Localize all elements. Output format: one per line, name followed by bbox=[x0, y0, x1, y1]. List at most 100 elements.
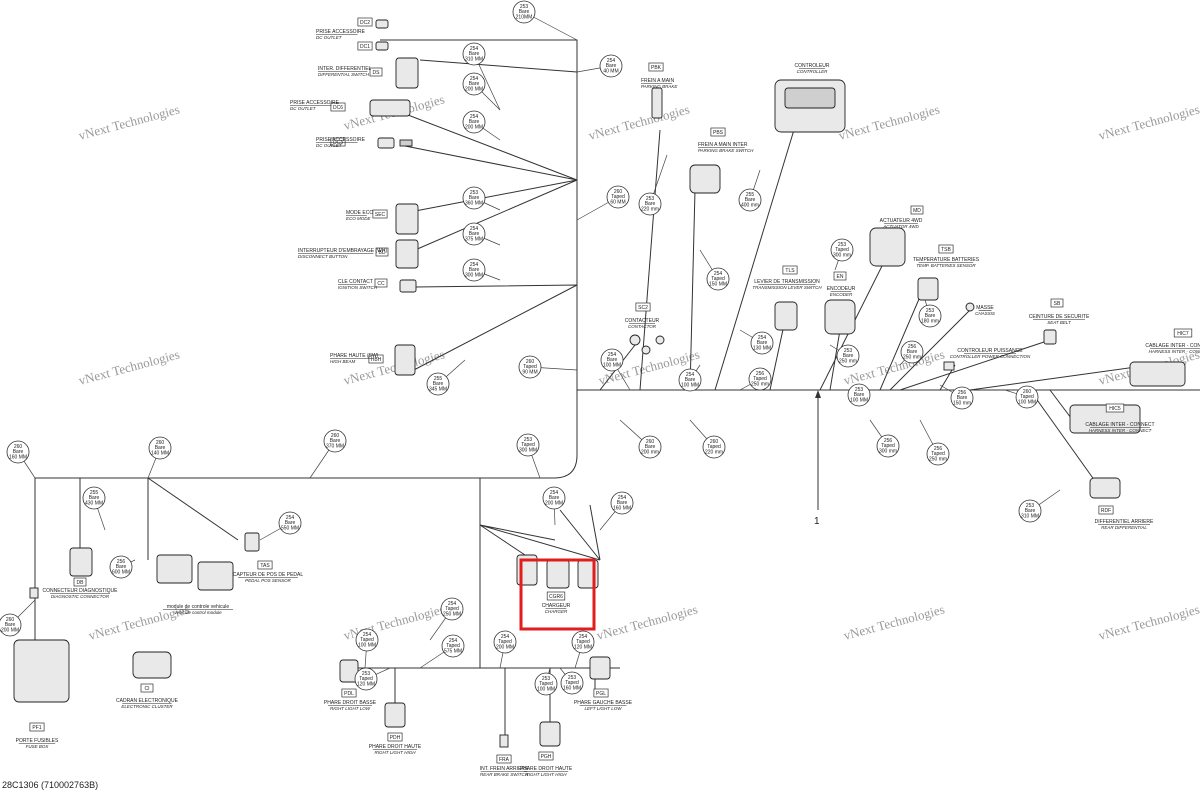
segment-text: 100 MM bbox=[1018, 399, 1036, 405]
segment-text: Bare bbox=[549, 495, 560, 501]
segment-text: Bare bbox=[607, 357, 618, 363]
segment-text: 253 bbox=[470, 190, 479, 196]
connector-label: FREIN A MAIN bbox=[641, 78, 674, 84]
connector-code: PF1 bbox=[32, 725, 41, 731]
connector-label: TEMPERATURE BATTERIES bbox=[913, 257, 980, 263]
contactor-ring bbox=[641, 345, 651, 355]
connector-label-en: ENCODER bbox=[830, 292, 853, 297]
segment-text: 253 bbox=[568, 675, 577, 681]
connector-label-en: CHASSIS bbox=[975, 311, 995, 316]
segment-text: 260 bbox=[1023, 389, 1032, 395]
harness-trunks bbox=[34, 39, 1200, 735]
segment-text: 150 mm bbox=[953, 400, 971, 406]
segment-text: 210MM bbox=[516, 14, 533, 20]
segment-text: 370 MM bbox=[326, 443, 344, 449]
segment-circle bbox=[462, 222, 486, 246]
segment-circle bbox=[950, 386, 974, 410]
segment-text: Bare bbox=[469, 119, 480, 125]
figure-ref-code: 28C1306 (710002763B) bbox=[2, 780, 98, 790]
connector-code: SEC bbox=[375, 212, 386, 218]
trunk-right-branches bbox=[599, 109, 1151, 489]
connector-code: BD bbox=[379, 250, 386, 256]
connector-code: TAS bbox=[260, 563, 270, 569]
charger-plug bbox=[546, 559, 570, 589]
connector-code-box bbox=[538, 751, 554, 761]
segment-text: Bare bbox=[617, 500, 628, 506]
connector-code-box bbox=[330, 102, 346, 112]
connector-code: DC3 bbox=[333, 140, 343, 146]
segment-text: 254 bbox=[470, 226, 479, 232]
connector-code-box bbox=[910, 205, 924, 215]
connector-code: HBH bbox=[371, 357, 382, 363]
segment-text: Taped bbox=[611, 194, 625, 200]
segment-text: 253 bbox=[855, 387, 864, 393]
connector-code: TSB bbox=[941, 247, 951, 253]
segment-text: 200 mm bbox=[641, 449, 659, 455]
segment-text: Bare bbox=[469, 195, 480, 201]
segment-text: 253 bbox=[844, 348, 853, 354]
connector-code: DS bbox=[373, 70, 381, 76]
segment-text: 254 bbox=[470, 262, 479, 268]
connector-code-box bbox=[140, 683, 154, 693]
connector-code-box bbox=[341, 688, 357, 698]
segment-circle bbox=[542, 486, 566, 510]
segment-text: 260 bbox=[526, 359, 535, 365]
segment-text: Bare bbox=[843, 353, 854, 359]
segment-circle bbox=[355, 628, 379, 652]
segment-text: 255 bbox=[90, 490, 99, 496]
segment-circle bbox=[354, 667, 378, 691]
vcm-shape bbox=[197, 561, 234, 591]
connector-label: PORTE FUSIBLES bbox=[16, 738, 59, 744]
segment-text: Taped bbox=[576, 639, 590, 645]
segment-text: 254 bbox=[363, 632, 372, 638]
segment-text: Bare bbox=[685, 377, 696, 383]
connector-code-box bbox=[710, 127, 726, 137]
connector-label-en: DIFFERENTIAL SWITCH bbox=[318, 72, 370, 77]
connector-code-box bbox=[546, 591, 566, 601]
segment-text: 100 MM bbox=[681, 382, 699, 388]
segment-circle bbox=[6, 440, 30, 464]
connector-label: CEINTURE DE SECURITE bbox=[1029, 314, 1090, 320]
connector-rdf-shape bbox=[1089, 477, 1121, 499]
segment-circle bbox=[678, 368, 702, 392]
connector-code-box bbox=[496, 754, 512, 764]
segment-text: 253 bbox=[362, 671, 371, 677]
segment-text: 430 MM bbox=[85, 500, 103, 506]
segment-text: 254 bbox=[501, 634, 510, 640]
connector-label: ENCODEUR bbox=[827, 286, 856, 292]
segment-text: 254 bbox=[618, 495, 627, 501]
connector-label: CHARGEUR bbox=[542, 603, 571, 609]
connector-dc2-shape bbox=[375, 19, 389, 29]
segment-text: 100 MM bbox=[603, 362, 621, 368]
segment-text: Bare bbox=[469, 51, 480, 57]
connector-label: PHARE DROIT HAUTE bbox=[369, 744, 422, 750]
connector-label-en: CONTROLLER bbox=[797, 69, 829, 74]
segment-text: 260 bbox=[6, 617, 15, 623]
connector-ci-shape bbox=[132, 651, 172, 679]
segment-circle bbox=[918, 304, 942, 328]
connector-sb-shape bbox=[1043, 329, 1057, 345]
segment-circle bbox=[441, 634, 465, 658]
segment-text: Bare bbox=[957, 395, 968, 401]
connector-label-en: FUSE BOX bbox=[26, 744, 50, 749]
connector-code-box bbox=[593, 688, 609, 698]
segment-text: Bare bbox=[5, 622, 16, 628]
segment-text: 250 mm bbox=[751, 381, 769, 387]
segment-text: 40 MM bbox=[603, 68, 618, 74]
connector-label-en: vehicule control module bbox=[174, 610, 222, 615]
